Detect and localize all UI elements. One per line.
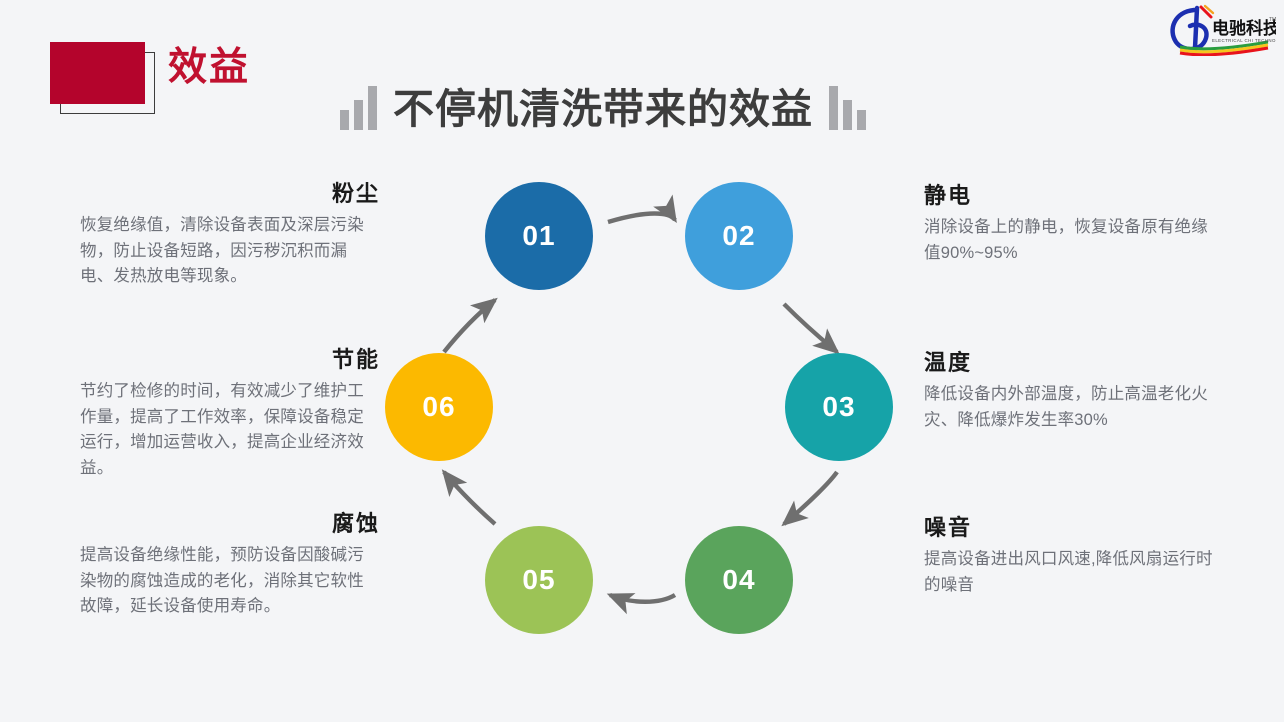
page-title: 不停机清洗带来的效益 [393,86,813,132]
page-header: 效益 不停机清洗带来的效益 电驰科技 ELECTRICAL CHI TECHNO… [0,0,1284,150]
bar-chart-ascending-icon [340,86,377,130]
benefit-temperature-title: 温度 [924,350,973,375]
cycle-node-05[interactable]: 05 [485,526,593,634]
svg-text:电驰科技: 电驰科技 [1212,18,1276,38]
cycle-node-06-number: 06 [422,391,456,422]
benefit-temperature-body: 降低设备内外部温度，防止高温老化火灾、降低爆炸发生率30% [924,385,1208,429]
benefit-block-static: 静电 消除设备上的静电，恢复设备原有绝缘值90%~95% [924,183,1224,266]
benefit-energy-body: 节约了检修的时间，有效减少了维护工作量，提高了工作效率，保障设备稳定运行，增加运… [80,382,364,477]
svg-text:TM: TM [1269,17,1276,23]
arrow-05-to-06 [441,469,497,526]
benefit-block-corrosion: 腐蚀 提高设备绝缘性能，预防设备因酸碱污染物的腐蚀造成的老化，消除其它软性故障，… [80,511,380,620]
benefit-dust-body: 恢复绝缘值，清除设备表面及深层污染物，防止设备短路，因污秽沉积而漏电、发热放电等… [80,216,364,286]
benefit-block-noise: 噪音 提高设备进出风口风速,降低风扇运行时的噪音 [924,515,1224,598]
arrow-02-to-03 [782,302,840,355]
cycle-node-02-number: 02 [722,220,756,251]
benefit-block-energy: 节能 节约了检修的时间，有效减少了维护工作量，提高了工作效率，保障设备稳定运行，… [80,347,380,481]
benefit-static-title: 静电 [924,183,973,208]
cycle-node-02[interactable]: 02 [685,182,793,290]
bar-chart-descending-icon [829,86,866,130]
cycle-node-05-number: 05 [522,564,556,595]
arrow-04-to-05 [606,592,677,615]
cycle-node-06[interactable]: 06 [385,353,493,461]
title-row: 不停机清洗带来的效益 [340,72,866,130]
benefit-noise-title: 噪音 [924,515,973,540]
benefit-dust-title: 粉尘 [331,181,380,206]
benefit-block-dust: 粉尘 恢复绝缘值，清除设备表面及深层污染物，防止设备短路，因污秽沉积而漏电、发热… [80,181,380,290]
cycle-node-03-number: 03 [822,391,856,422]
section-badge-label: 效益 [168,46,251,89]
cycle-node-03[interactable]: 03 [785,353,893,461]
svg-text:ELECTRICAL CHI TECHNOLOGY: ELECTRICAL CHI TECHNOLOGY [1212,38,1276,43]
badge-fill-shape [50,42,145,104]
arrow-06-to-01 [442,297,498,354]
arrow-01-to-02 [607,194,677,225]
benefit-corrosion-title: 腐蚀 [331,511,380,536]
dianchi-technology-logo: 电驰科技 ELECTRICAL CHI TECHNOLOGY TM [1164,4,1284,57]
cycle-diagram: 01 02 03 04 05 06 [360,160,920,670]
cycle-node-04-number: 04 [722,564,756,595]
benefit-noise-body: 提高设备进出风口风速,降低风扇运行时的噪音 [924,550,1213,594]
benefit-energy-title: 节能 [331,347,380,372]
section-badge [50,42,160,114]
benefit-static-body: 消除设备上的静电，恢复设备原有绝缘值90%~95% [924,218,1208,262]
cycle-arrows [441,194,840,615]
cycle-node-01[interactable]: 01 [485,182,593,290]
cycle-node-01-number: 01 [522,220,556,251]
arrow-03-to-04 [781,470,839,527]
benefit-block-temperature: 温度 降低设备内外部温度，防止高温老化火灾、降低爆炸发生率30% [924,350,1224,433]
cycle-node-04[interactable]: 04 [685,526,793,634]
benefit-corrosion-body: 提高设备绝缘性能，预防设备因酸碱污染物的腐蚀造成的老化，消除其它软性故障，延长设… [80,546,364,616]
